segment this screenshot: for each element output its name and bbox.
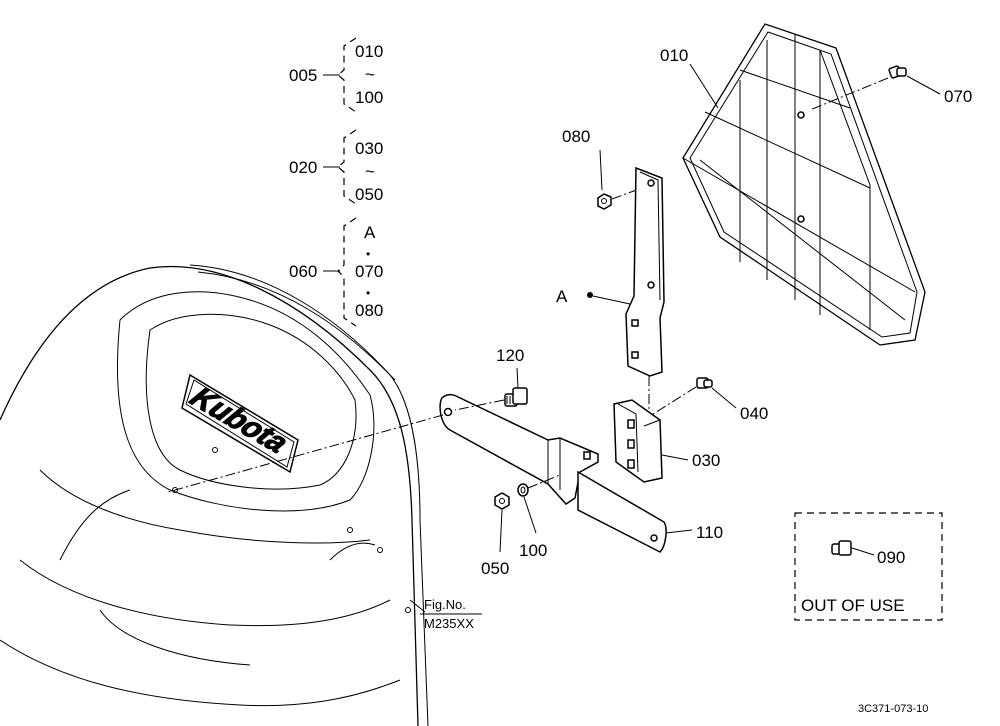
figure-ref-line1: Fig.No.	[424, 597, 466, 612]
group-020-range-sign: ~	[365, 162, 375, 181]
kubota-logo: Kubota	[181, 373, 299, 474]
screw-070: 070	[809, 65, 972, 111]
wire-cage-010	[682, 23, 926, 346]
drawing-code: 3C371-073-10	[858, 703, 928, 715]
callout-110: 110	[696, 523, 723, 542]
group-005-bottom: 100	[355, 88, 383, 107]
group-020-label: 020	[289, 158, 317, 177]
mount-030: 030	[613, 399, 720, 483]
callout-010: 010	[660, 46, 688, 65]
callout-070: 070	[944, 87, 972, 106]
group-020-bottom: 050	[355, 185, 383, 204]
figure-reference: Fig.No. M235XX	[409, 597, 482, 631]
callout-080: 080	[562, 127, 590, 146]
screw-040: 040	[649, 377, 768, 423]
bolt-120: 120	[454, 346, 528, 411]
group-005-top: 010	[355, 42, 383, 61]
nut-080: 080	[562, 127, 651, 210]
callout-040: 040	[740, 404, 768, 423]
group-020: 020 030 ~ 050	[289, 129, 383, 205]
group-005-label: 005	[289, 66, 317, 85]
group-060-a: A	[364, 223, 376, 242]
out-of-use-label: OUT OF USE	[801, 596, 905, 615]
seat-back: Kubota	[0, 264, 429, 726]
nut-050: 050	[481, 492, 510, 578]
group-005-range-sign: ~	[365, 65, 375, 84]
arm-110: 110	[167, 393, 723, 553]
callout-050: 050	[481, 559, 509, 578]
callout-a: A	[556, 287, 568, 306]
washer-100: 100	[517, 474, 561, 560]
callout-120: 120	[496, 346, 524, 365]
group-060-c: 080	[355, 301, 383, 320]
brand-logo-text: Kubota	[183, 382, 294, 459]
group-060-dot-1: •	[366, 247, 370, 261]
out-of-use-box: 090 OUT OF USE	[794, 512, 943, 621]
figure-ref-line2: M235XX	[424, 616, 474, 631]
callout-090: 090	[877, 548, 905, 567]
group-020-top: 030	[355, 139, 383, 158]
callout-100: 100	[519, 541, 547, 560]
group-060-dot-2: •	[366, 286, 370, 300]
group-060-b: 070	[355, 262, 383, 281]
group-060: 060 A • 070 • 080	[289, 217, 383, 327]
bracket-a: A	[556, 166, 665, 412]
callout-030: 030	[692, 451, 720, 470]
group-005: 005 010 ~ 100	[289, 37, 383, 113]
group-060-label: 060	[289, 262, 317, 281]
